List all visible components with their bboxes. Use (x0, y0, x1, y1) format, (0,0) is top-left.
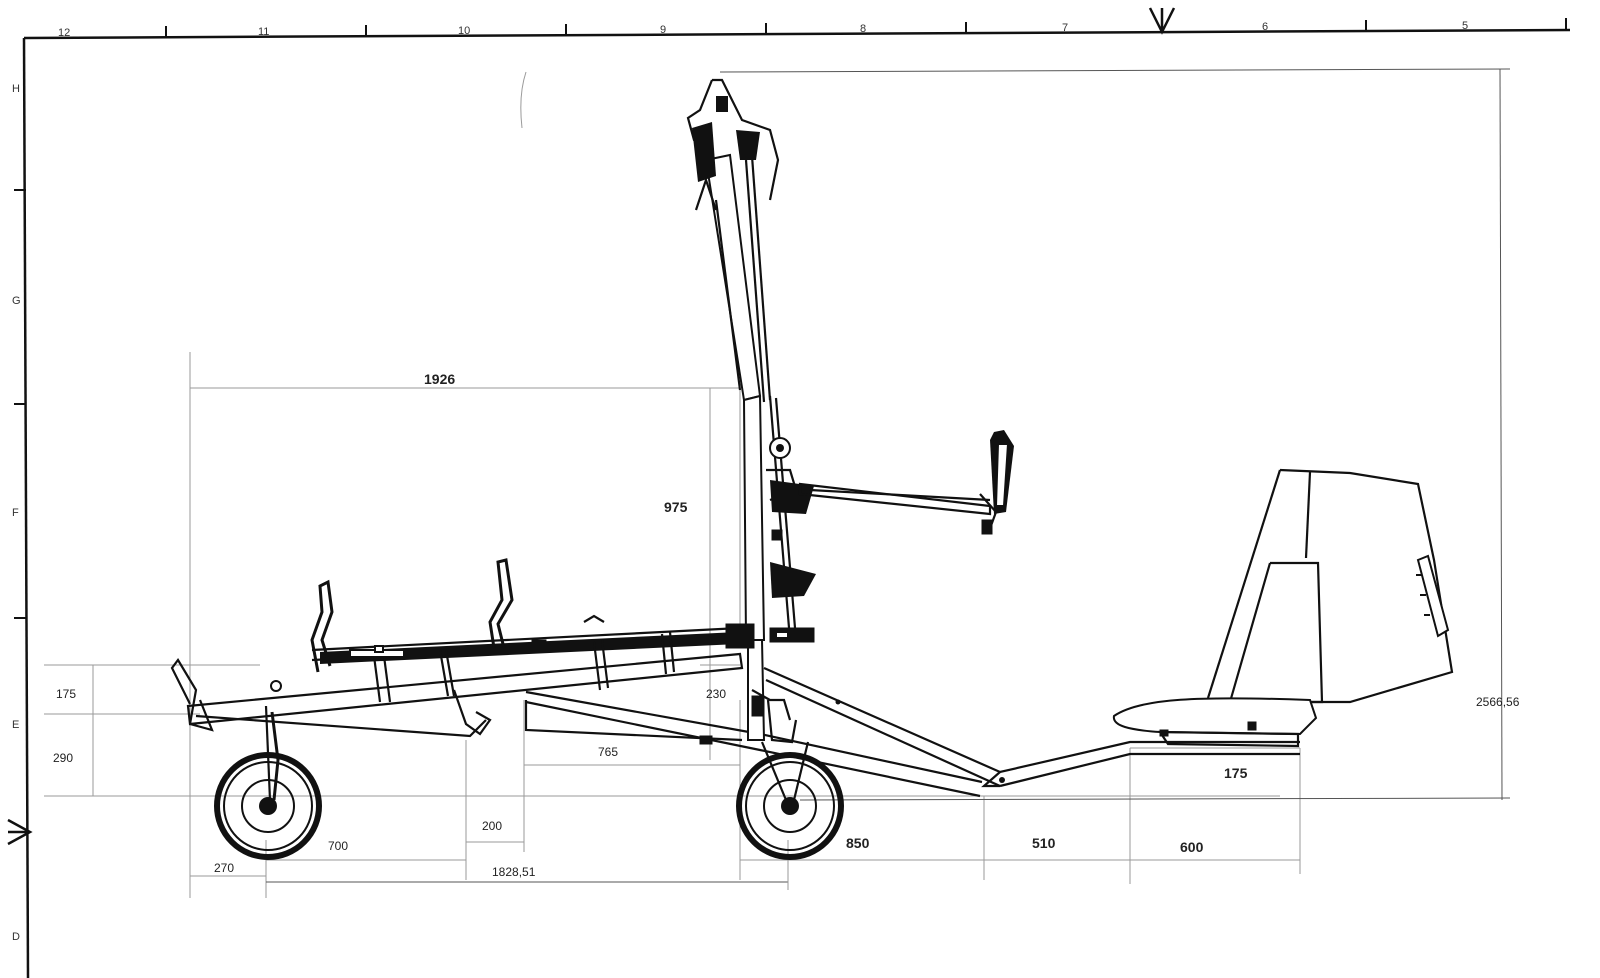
top-center-mark (1148, 7, 1176, 35)
top-ruler: 12 11 10 9 8 7 6 5 (58, 7, 1567, 39)
dimension-290: 290 (53, 751, 73, 765)
dimension-175-right: 175 (1224, 765, 1248, 781)
dimension-230: 230 (706, 687, 726, 701)
top-ruler-tick-6: 6 (1262, 21, 1268, 33)
front-wheel (736, 741, 844, 860)
dimension-600: 600 (1180, 839, 1204, 855)
dimension-lines (44, 68, 1511, 898)
dimension-850: 850 (846, 835, 870, 851)
dimension-700: 700 (328, 839, 348, 853)
dimension-975: 975 (664, 499, 688, 515)
dimension-270: 270 (214, 861, 234, 875)
top-ruler-tick-5: 5 (1462, 20, 1468, 32)
dimension-175-left: 175 (56, 687, 76, 701)
dimension-2566-56: 2566,56 (1476, 695, 1520, 709)
left-ruler: H G F E D (7, 83, 33, 943)
left-ruler-tick-h: H (12, 83, 20, 95)
top-ruler-tick-10: 10 (458, 25, 470, 37)
lower-frame (524, 640, 1300, 798)
left-ruler-tick-d: D (12, 931, 20, 943)
dimension-1828-51: 1828,51 (492, 865, 536, 879)
dimension-765: 765 (598, 745, 618, 759)
top-ruler-tick-12: 12 (58, 27, 70, 39)
mast (686, 78, 816, 745)
top-ruler-tick-11: 11 (258, 26, 269, 38)
top-ruler-tick-9: 9 (660, 24, 666, 36)
rear-wheel (214, 705, 322, 860)
control-stick (798, 430, 1014, 535)
left-ruler-tick-f: F (12, 507, 19, 519)
drawing-border (22, 28, 1571, 978)
seat-frame (170, 558, 744, 738)
top-ruler-tick-8: 8 (860, 23, 866, 35)
tail-assembly (1112, 468, 1454, 748)
dimension-labels: 1926 975 175 290 230 765 200 700 270 182… (53, 371, 1520, 879)
dimension-510: 510 (1032, 835, 1056, 851)
left-center-mark (7, 818, 33, 846)
left-ruler-tick-e: E (12, 719, 19, 731)
left-ruler-tick-g: G (12, 295, 21, 307)
dimension-1926: 1926 (424, 371, 455, 387)
top-ruler-tick-7: 7 (1062, 22, 1068, 34)
dimension-200: 200 (482, 819, 502, 833)
